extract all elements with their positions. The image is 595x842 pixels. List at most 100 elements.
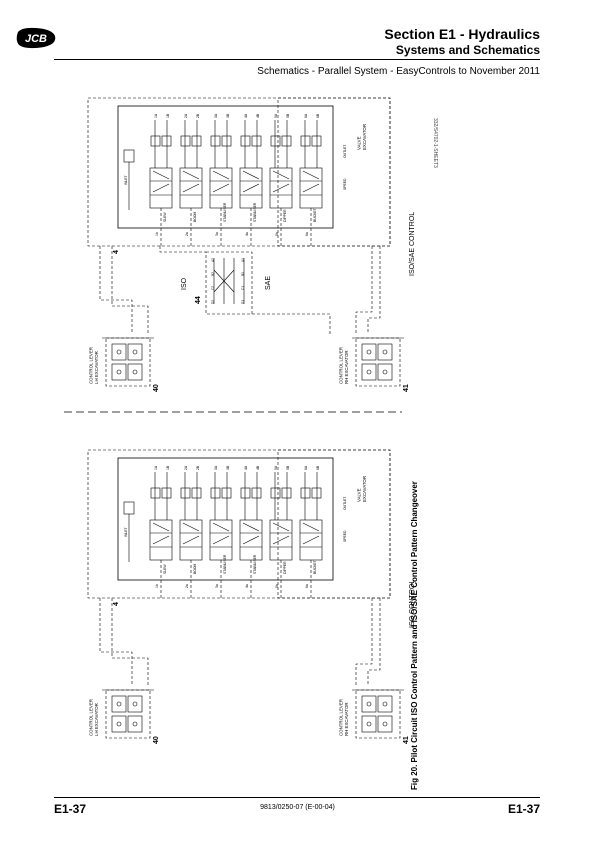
spool-label: BUCKET [313, 208, 317, 222]
check-valve [221, 135, 232, 147]
check-valve [240, 135, 251, 147]
check-valve [161, 135, 172, 147]
svg-text:VALVE: VALVE [357, 136, 362, 150]
page-number-left: E1-37 [54, 802, 87, 816]
port-label: 1B [166, 113, 170, 118]
svg-text:RH EXCAVATOR: RH EXCAVATOR [344, 350, 349, 384]
pilot-port-label: 6a [305, 232, 309, 236]
port-label: 5A [274, 465, 278, 470]
pilot-port-label: 1b [155, 232, 159, 236]
svg-text:EXCAVATOR: EXCAVATOR [362, 476, 367, 502]
port-label: 5B [286, 465, 290, 470]
item-number-valve: 4 [113, 602, 120, 606]
port-label: 4B [256, 113, 260, 118]
inlet-label: INLET [124, 527, 128, 537]
inlet-label: INLET [124, 175, 128, 185]
port-label: 1A [154, 113, 158, 118]
port-label: 2B [196, 465, 200, 470]
check-valve [150, 487, 161, 499]
check-valve [300, 487, 311, 499]
spool-label: BOOM [193, 563, 197, 574]
port-label: 6B [316, 465, 320, 470]
changeover-port-label: C2 [211, 286, 215, 290]
port-label: 2B [196, 113, 200, 118]
port-label: 4A [244, 113, 248, 118]
spool-label: SLEW [163, 212, 167, 222]
port-label: 6A [304, 113, 308, 118]
pilot-port-label: 4a [245, 584, 249, 588]
check-valve [311, 487, 322, 499]
control-pattern-label: ISO CONTROL [409, 580, 416, 628]
check-valve [180, 135, 191, 147]
spool-label: DIPPER [283, 209, 287, 222]
svg-text:CONTROL LEVER: CONTROL LEVER [339, 699, 344, 736]
check-valve [161, 487, 172, 499]
sae-label: SAE [265, 276, 272, 290]
svg-text:JCB: JCB [25, 33, 47, 45]
port-label: 4A [244, 465, 248, 470]
check-valve [180, 487, 191, 499]
drawing-reference: 332/S4702-1-SHEET3 [432, 118, 438, 168]
check-valve [210, 135, 221, 147]
check-valve [311, 135, 322, 147]
port-label: 3A [214, 465, 218, 470]
figure-caption: Fig 20. Pilot Circuit ISO Control Patter… [410, 481, 419, 790]
check-valve [240, 487, 251, 499]
item-number-valve: 4 [113, 250, 120, 254]
valve-dashed-outline [87, 449, 391, 599]
pilot-port-label: 4a [245, 232, 249, 236]
valve-bank [117, 105, 334, 229]
check-valve [221, 487, 232, 499]
pilot-line [99, 598, 133, 686]
port-label: 6B [316, 113, 320, 118]
spool-label: STABILISER [223, 202, 227, 222]
port-label: 5B [286, 113, 290, 118]
port-label: 1B [166, 465, 170, 470]
spool-label: STABILISER [223, 554, 227, 574]
footer-rule [54, 797, 540, 798]
changeover-port-label: A2 [211, 258, 215, 262]
changeover-port-label: A1 [241, 258, 245, 262]
check-valve [150, 135, 161, 147]
check-valve [270, 487, 281, 499]
svg-text:CONTROL LEVER: CONTROL LEVER [89, 347, 94, 384]
check-valve [300, 135, 311, 147]
changeover-port-label: B1 [241, 272, 245, 276]
port-label: 4B [256, 465, 260, 470]
svg-text:LH EXCAVATOR: LH EXCAVATOR [94, 703, 99, 736]
svg-text:CONTROL LEVER: CONTROL LEVER [89, 699, 94, 736]
pilot-port-label: 1b [155, 584, 159, 588]
port-label: 6A [304, 465, 308, 470]
outlet-label: OUTLET [343, 145, 347, 158]
svg-text:40: 40 [153, 384, 160, 392]
spool-label: DIPPER [283, 561, 287, 574]
pilot-line [99, 246, 133, 334]
check-valve [281, 135, 292, 147]
changeover-port-label: D2 [211, 300, 215, 304]
port-label: 1A [154, 465, 158, 470]
svg-text:40: 40 [153, 736, 160, 744]
changeover-port-label: B2 [211, 272, 215, 276]
pilot-line [355, 246, 373, 334]
pressure-switch [123, 501, 135, 515]
speed-label: SPEED [343, 178, 347, 190]
spool-label: SLEW [163, 564, 167, 574]
jcb-logo: JCB [16, 27, 56, 49]
pilot-port-label: 2a [185, 584, 189, 588]
check-valve [251, 487, 262, 499]
spool-label: STABILISER [253, 202, 257, 222]
pilot-port-label: 3a [215, 232, 219, 236]
check-valve [270, 135, 281, 147]
changeover-port-label: C1 [241, 286, 245, 290]
section-title: Section E1 - Hydraulics [384, 26, 540, 42]
port-label: 3A [214, 113, 218, 118]
svg-text:RH EXCAVATOR: RH EXCAVATOR [344, 702, 349, 736]
